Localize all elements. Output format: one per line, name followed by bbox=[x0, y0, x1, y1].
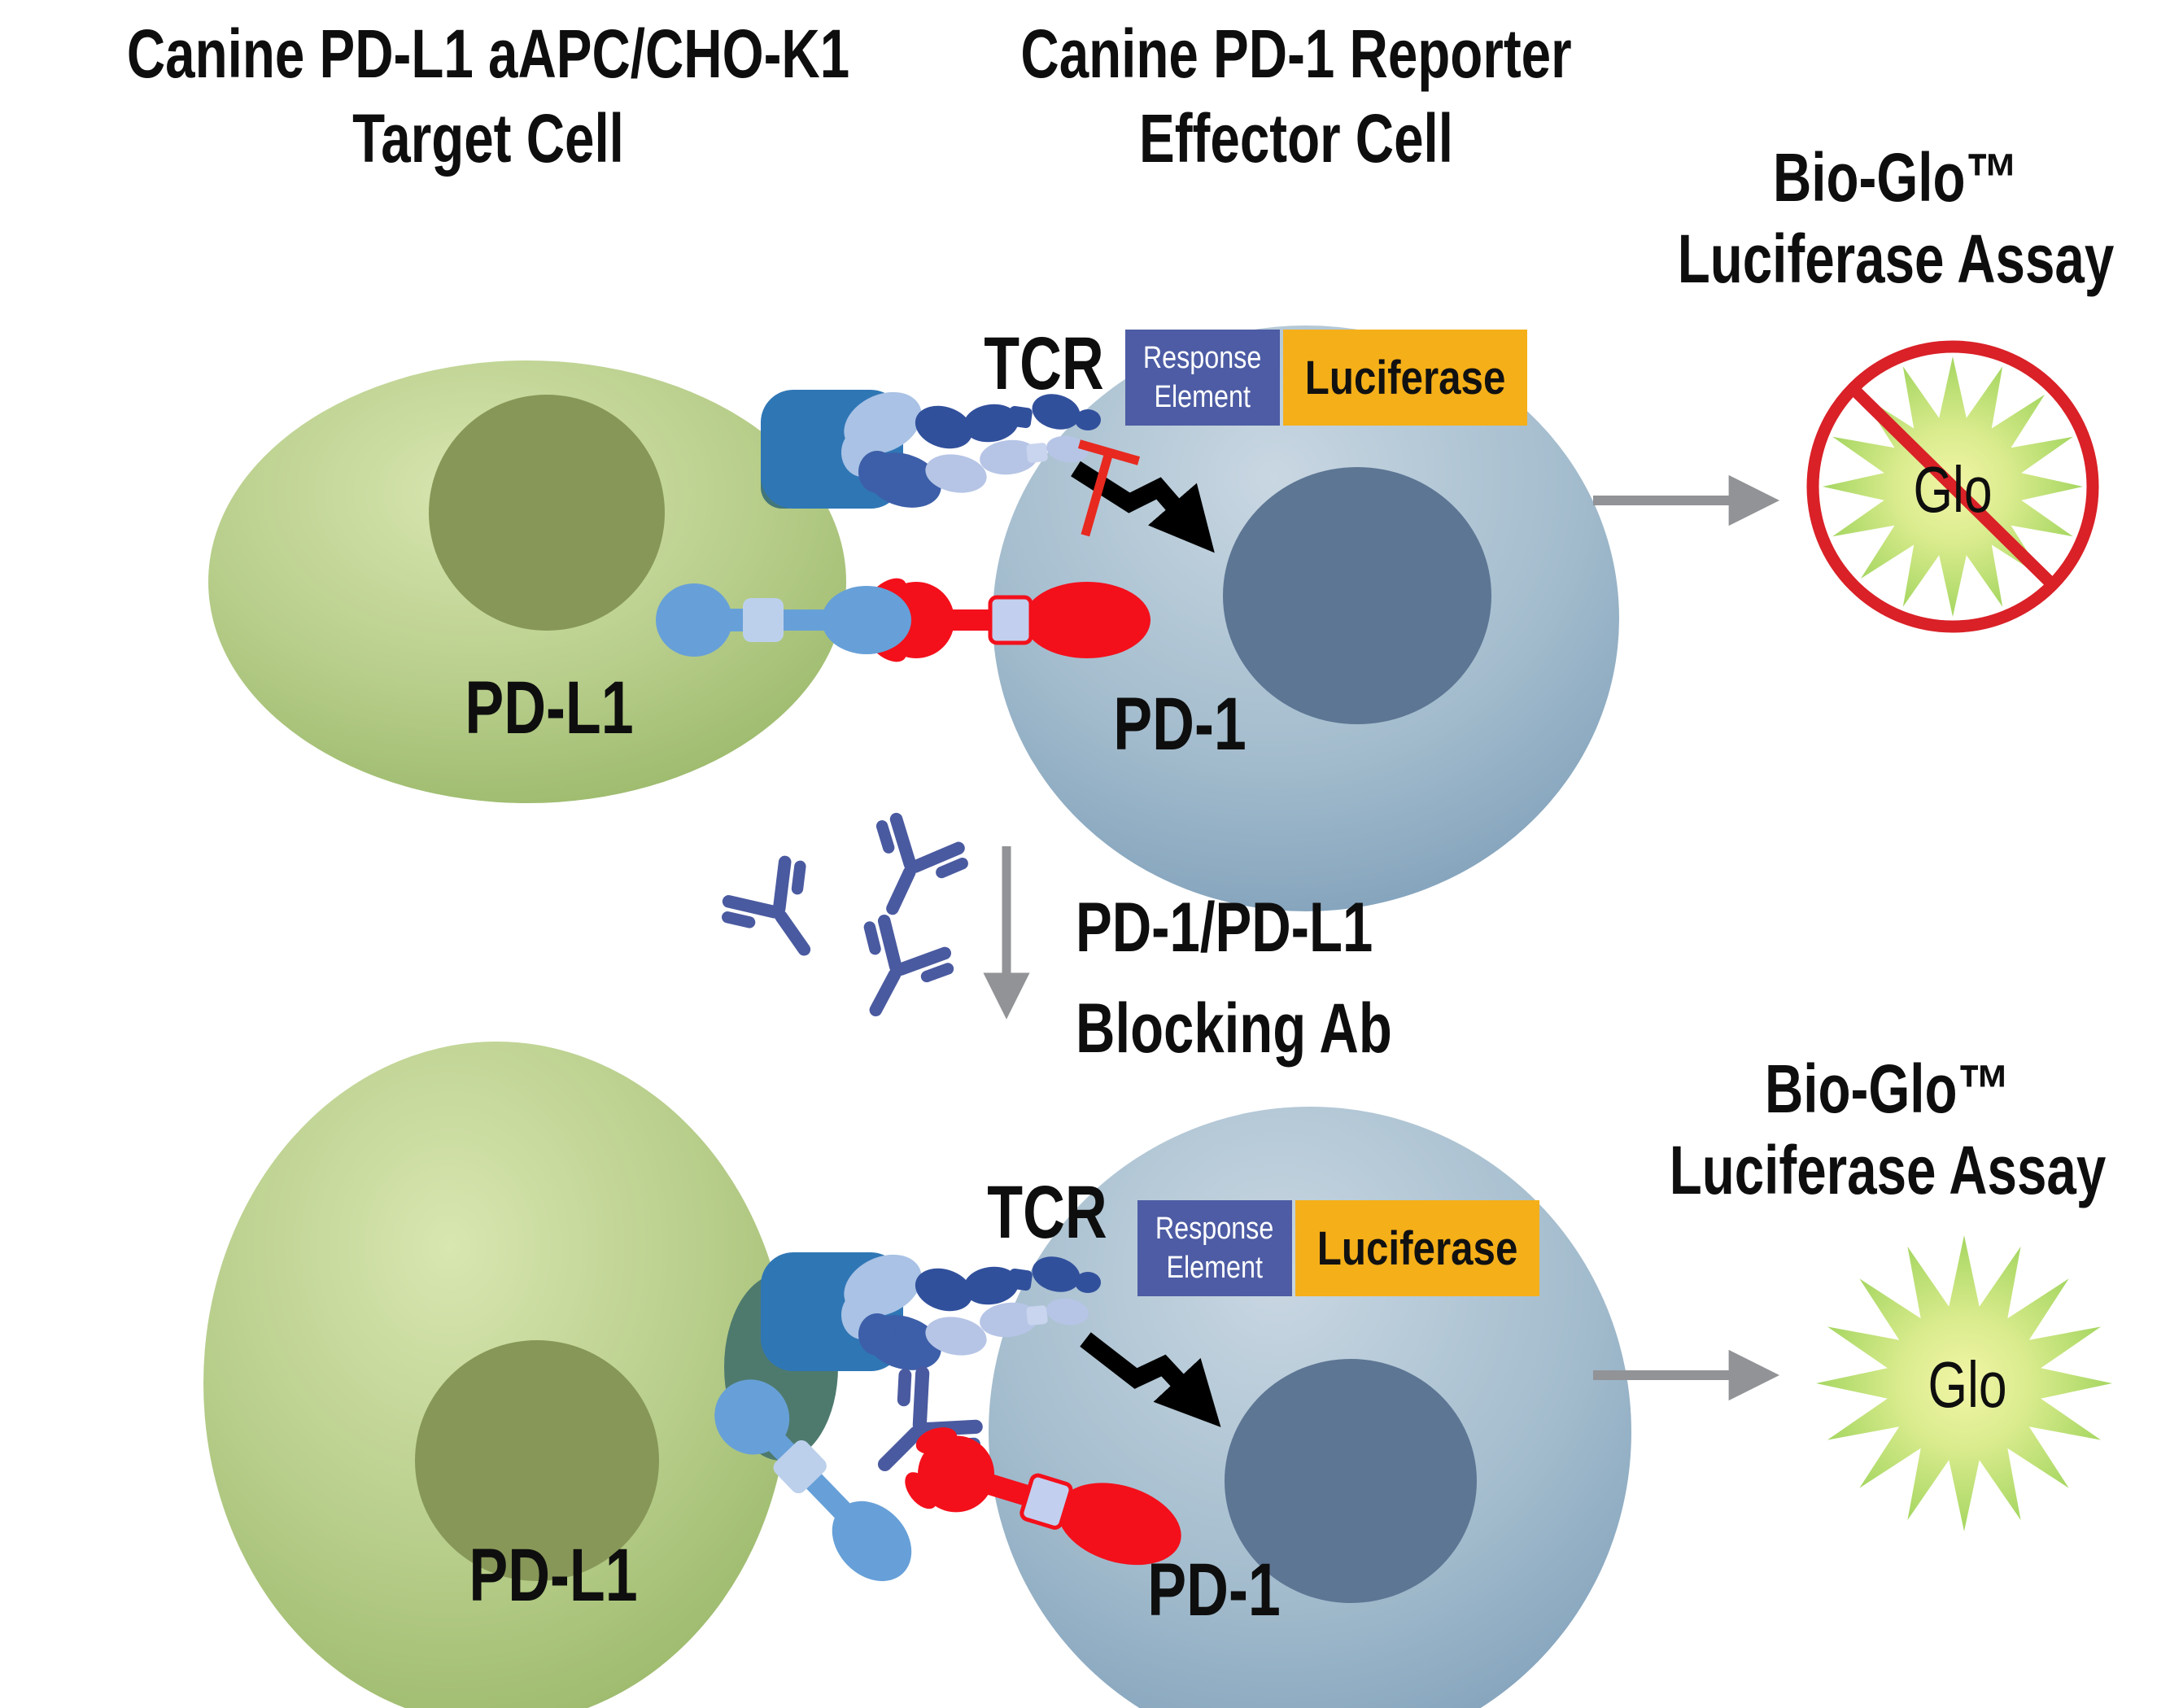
response-element-line1: Response bbox=[1143, 341, 1262, 375]
no-glow-icon bbox=[1806, 340, 2099, 633]
inhibition-tee-icon bbox=[1077, 439, 1141, 537]
prohibition-slash-icon bbox=[1850, 386, 2055, 588]
luciferase-box-top: Luciferase bbox=[1283, 330, 1527, 426]
response-element-line2: Element bbox=[1154, 380, 1251, 414]
luciferase-box-label: Luciferase bbox=[1316, 1221, 1518, 1275]
prohibition-ring-icon bbox=[1806, 340, 2099, 633]
target-cell-nucleus-top bbox=[429, 395, 665, 631]
blocking-antibody-icon-3 bbox=[824, 903, 967, 1042]
effector-cell-nucleus-bottom bbox=[1225, 1359, 1477, 1603]
pdl1-label-bottom: PD-L1 bbox=[469, 1534, 638, 1617]
tcr-label-top: TCR bbox=[984, 322, 1104, 405]
bio-glo-line2: Luciferase Assay bbox=[1677, 221, 2115, 297]
response-element-box-bottom: Response Element bbox=[1137, 1200, 1292, 1296]
pd1-label-bottom: PD-1 bbox=[1147, 1549, 1281, 1632]
response-element-box-top: Response Element bbox=[1125, 330, 1280, 426]
bio-glo-assay-title-bottom: Bio-Glo™ Luciferase Assay bbox=[1670, 1048, 2107, 1211]
blocking-antibody-icon-1 bbox=[840, 802, 981, 937]
effector-cell-nucleus-top bbox=[1223, 467, 1491, 724]
response-element-line2: Element bbox=[1166, 1251, 1264, 1285]
pdl1-label-top: PD-L1 bbox=[465, 666, 634, 749]
blocking-antibody-icon-2 bbox=[706, 843, 853, 986]
bio-glo-line1: Bio-Glo™ bbox=[1764, 1051, 2011, 1127]
effector-cell-title: Canine PD-1 Reporter Effector Cell bbox=[1020, 11, 1571, 181]
blocking-ab-line1: PD-1/PD-L1 bbox=[1076, 889, 1373, 967]
bio-glo-assay-title-top: Bio-Glo™ Luciferase Assay bbox=[1678, 137, 2115, 299]
blocking-ab-line2: Blocking Ab bbox=[1076, 989, 1392, 1068]
glo-label-active: Glo bbox=[1928, 1348, 2007, 1421]
effector-cell-title-line1: Canine PD-1 Reporter bbox=[1020, 15, 1572, 92]
target-cell-title-line2: Target Cell bbox=[352, 100, 624, 177]
target-cell-title-line1: Canine PD-L1 aAPC/CHO-K1 bbox=[126, 15, 850, 92]
response-element-line1: Response bbox=[1155, 1212, 1274, 1246]
tcr-label-bottom: TCR bbox=[987, 1171, 1107, 1254]
blocking-ab-label: PD-1/PD-L1 Blocking Ab bbox=[1076, 877, 1392, 1079]
target-cell-nucleus-bottom bbox=[415, 1340, 659, 1581]
bio-glo-line1: Bio-Glo™ bbox=[1772, 139, 2019, 216]
bio-glo-line2: Luciferase Assay bbox=[1669, 1132, 2107, 1208]
glo-label-crossed: Glo bbox=[1913, 453, 1993, 526]
luciferase-box-bottom: Luciferase bbox=[1295, 1200, 1539, 1296]
effector-cell-title-line2: Effector Cell bbox=[1139, 100, 1453, 177]
pd1-label-top: PD-1 bbox=[1113, 683, 1247, 766]
glow-starburst-bottom bbox=[1816, 1235, 2112, 1531]
signal-arrow-bottom bbox=[1080, 1332, 1221, 1427]
luciferase-box-label: Luciferase bbox=[1304, 351, 1506, 404]
target-cell-title: Canine PD-L1 aAPC/CHO-K1 Target Cell bbox=[127, 11, 849, 181]
